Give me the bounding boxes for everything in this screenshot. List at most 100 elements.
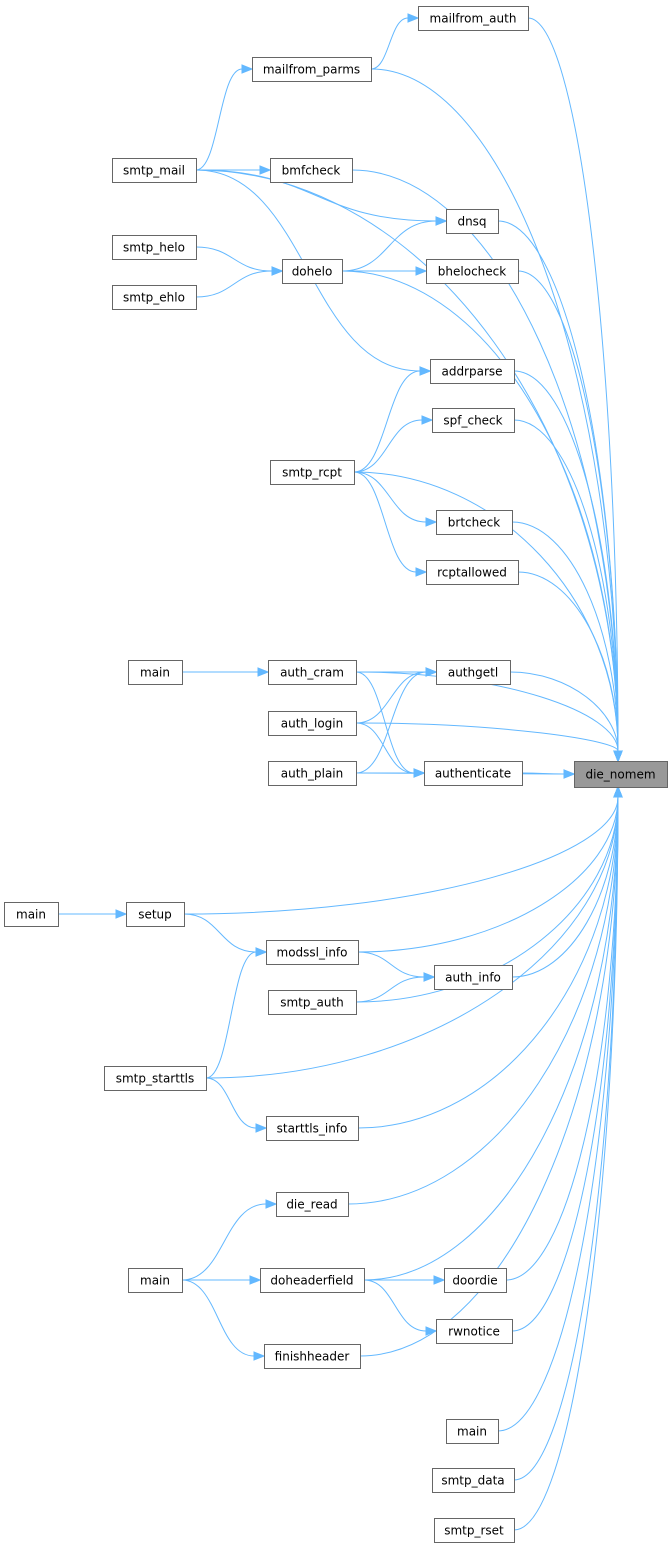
node-box — [128, 660, 183, 685]
node-box — [436, 1319, 513, 1344]
node-authgetl[interactable]: authgetl — [436, 660, 511, 685]
node-box — [268, 761, 357, 786]
node-box — [432, 1468, 515, 1493]
node-dohelo[interactable]: dohelo — [282, 259, 343, 284]
node-label: smtp_rcpt — [282, 466, 342, 480]
node-spf-check[interactable]: spf_check — [432, 408, 515, 433]
call-edge-brtcheck-to-die_nomem — [511, 521, 623, 763]
node-label: auth_info — [445, 971, 501, 985]
node-box — [252, 57, 372, 82]
node-doheaderfield[interactable]: doheaderfield — [260, 1268, 365, 1293]
node-label: authenticate — [435, 767, 511, 781]
node-label: smtp_starttls — [116, 1072, 195, 1086]
node-label: die_nomem — [585, 768, 655, 782]
call-edge-auth_info-to-die_nomem — [511, 785, 623, 978]
node-label: rcptallowed — [437, 566, 507, 580]
node-die-read[interactable]: die_read — [276, 1192, 349, 1217]
node-box — [436, 660, 511, 685]
function-nodes: die_nomem mailfrom_auth mailfrom_parmssmtp… — [4, 6, 668, 1543]
node-box — [282, 259, 343, 284]
call-edge-main3-to-finishheader — [181, 1279, 266, 1361]
node-mailfrom-parms[interactable]: mailfrom_parms — [252, 57, 372, 82]
node-auth-cram[interactable]: auth_cram — [268, 660, 357, 685]
node-box — [574, 761, 668, 788]
node-bhelocheck[interactable]: bhelocheck — [426, 259, 519, 284]
node-box — [112, 285, 197, 310]
node-smtp-rcpt[interactable]: smtp_rcpt — [270, 460, 355, 485]
node-label: dnsq — [457, 215, 486, 229]
node-auth-plain[interactable]: auth_plain — [268, 761, 357, 786]
node-box — [446, 209, 499, 234]
node-label: bhelocheck — [438, 265, 506, 279]
node-main4[interactable]: main — [446, 1419, 499, 1444]
node-smtp-auth[interactable]: smtp_auth — [268, 990, 357, 1015]
node-label: smtp_helo — [123, 241, 185, 255]
node-smtp-rset[interactable]: smtp_rset — [434, 1518, 515, 1543]
node-modssl-info[interactable]: modssl_info — [266, 940, 359, 965]
call-edge-smtp_rcpt-to-brtcheck — [353, 471, 438, 527]
node-authenticate[interactable]: authenticate — [424, 761, 523, 786]
node-box — [260, 1268, 365, 1293]
call-edge-addrparse-to-die_nomem — [513, 370, 623, 763]
node-smtp-helo[interactable]: smtp_helo — [112, 235, 197, 260]
call-edge-modssl_info-to-die_nomem — [357, 785, 623, 953]
node-box — [432, 408, 515, 433]
node-box — [426, 560, 519, 585]
call-edge-dohelo-to-dnsq — [341, 216, 448, 272]
node-box — [418, 6, 529, 31]
node-dnsq[interactable]: dnsq — [446, 209, 499, 234]
node-smtp-mail[interactable]: smtp_mail — [112, 158, 197, 183]
node-smtp-starttls[interactable]: smtp_starttls — [104, 1066, 207, 1091]
node-bmfcheck[interactable]: bmfcheck — [270, 158, 353, 183]
call-edge-smtp_rset-to-die_nomem — [513, 785, 623, 1531]
node-label: auth_login — [281, 717, 344, 731]
node-addrparse[interactable]: addrparse — [430, 359, 515, 384]
node-mailfrom-auth[interactable]: mailfrom_auth — [418, 6, 529, 31]
node-label: smtp_data — [441, 1474, 504, 1488]
node-finishheader[interactable]: finishheader — [264, 1344, 361, 1369]
call-edge-rwnotice-to-die_nomem — [511, 785, 623, 1332]
node-box — [276, 1192, 349, 1217]
node-setup[interactable]: setup — [126, 902, 185, 927]
node-rcptallowed[interactable]: rcptallowed — [426, 560, 519, 585]
node-smtp-data[interactable]: smtp_data — [432, 1468, 515, 1493]
node-main3[interactable]: main — [128, 1268, 183, 1293]
call-edge-main2-to-setup — [57, 909, 128, 919]
call-edge-dnsq-to-die_nomem — [497, 220, 623, 763]
call-edge-auth_login-to-authgetl — [355, 667, 438, 724]
call-edge-main1-to-auth_cram — [182, 667, 270, 677]
node-brtcheck[interactable]: brtcheck — [436, 510, 513, 535]
node-box — [104, 1066, 207, 1091]
call-edge-main4-to-die_nomem — [497, 785, 623, 1432]
node-smtp-ehlo[interactable]: smtp_ehlo — [112, 285, 197, 310]
node-label: setup — [138, 908, 172, 922]
call-edge-bhelocheck-to-die_nomem — [517, 270, 623, 763]
node-box — [426, 259, 519, 284]
node-box — [4, 902, 59, 927]
call-edge-smtp_starttls-to-die_nomem — [205, 785, 623, 1079]
node-label: main — [457, 1425, 487, 1439]
node-box — [424, 761, 523, 786]
node-box — [436, 510, 513, 535]
call-edge-doheaderfield-to-doordie — [363, 1275, 446, 1285]
node-box — [268, 660, 357, 685]
node-main1[interactable]: main — [128, 660, 183, 685]
node-box — [126, 902, 185, 927]
call-edge-authgetl-to-die_nomem — [509, 671, 623, 763]
node-auth-info[interactable]: auth_info — [434, 965, 513, 990]
call-edge-main3-to-die_read — [181, 1199, 278, 1281]
node-starttls-info[interactable]: starttls_info — [266, 1116, 359, 1141]
node-main2[interactable]: main — [4, 902, 59, 927]
call-edge-smtp_rcpt-to-rcptallowed — [353, 471, 428, 577]
node-rwnotice[interactable]: rwnotice — [436, 1319, 513, 1344]
call-edge-auth_plain-to-authgetl — [355, 667, 438, 774]
call-edge-smtp_starttls-to-starttls_info — [205, 1077, 268, 1133]
node-die-nomem[interactable]: die_nomem — [574, 761, 668, 788]
node-doordie[interactable]: doordie — [444, 1268, 507, 1293]
node-label: auth_cram — [280, 666, 344, 680]
node-label: smtp_ehlo — [123, 291, 185, 305]
call-edge-smtp_mail-to-mailfrom_parms — [195, 64, 254, 171]
node-box — [112, 235, 197, 260]
node-auth-login[interactable]: auth_login — [268, 711, 357, 736]
